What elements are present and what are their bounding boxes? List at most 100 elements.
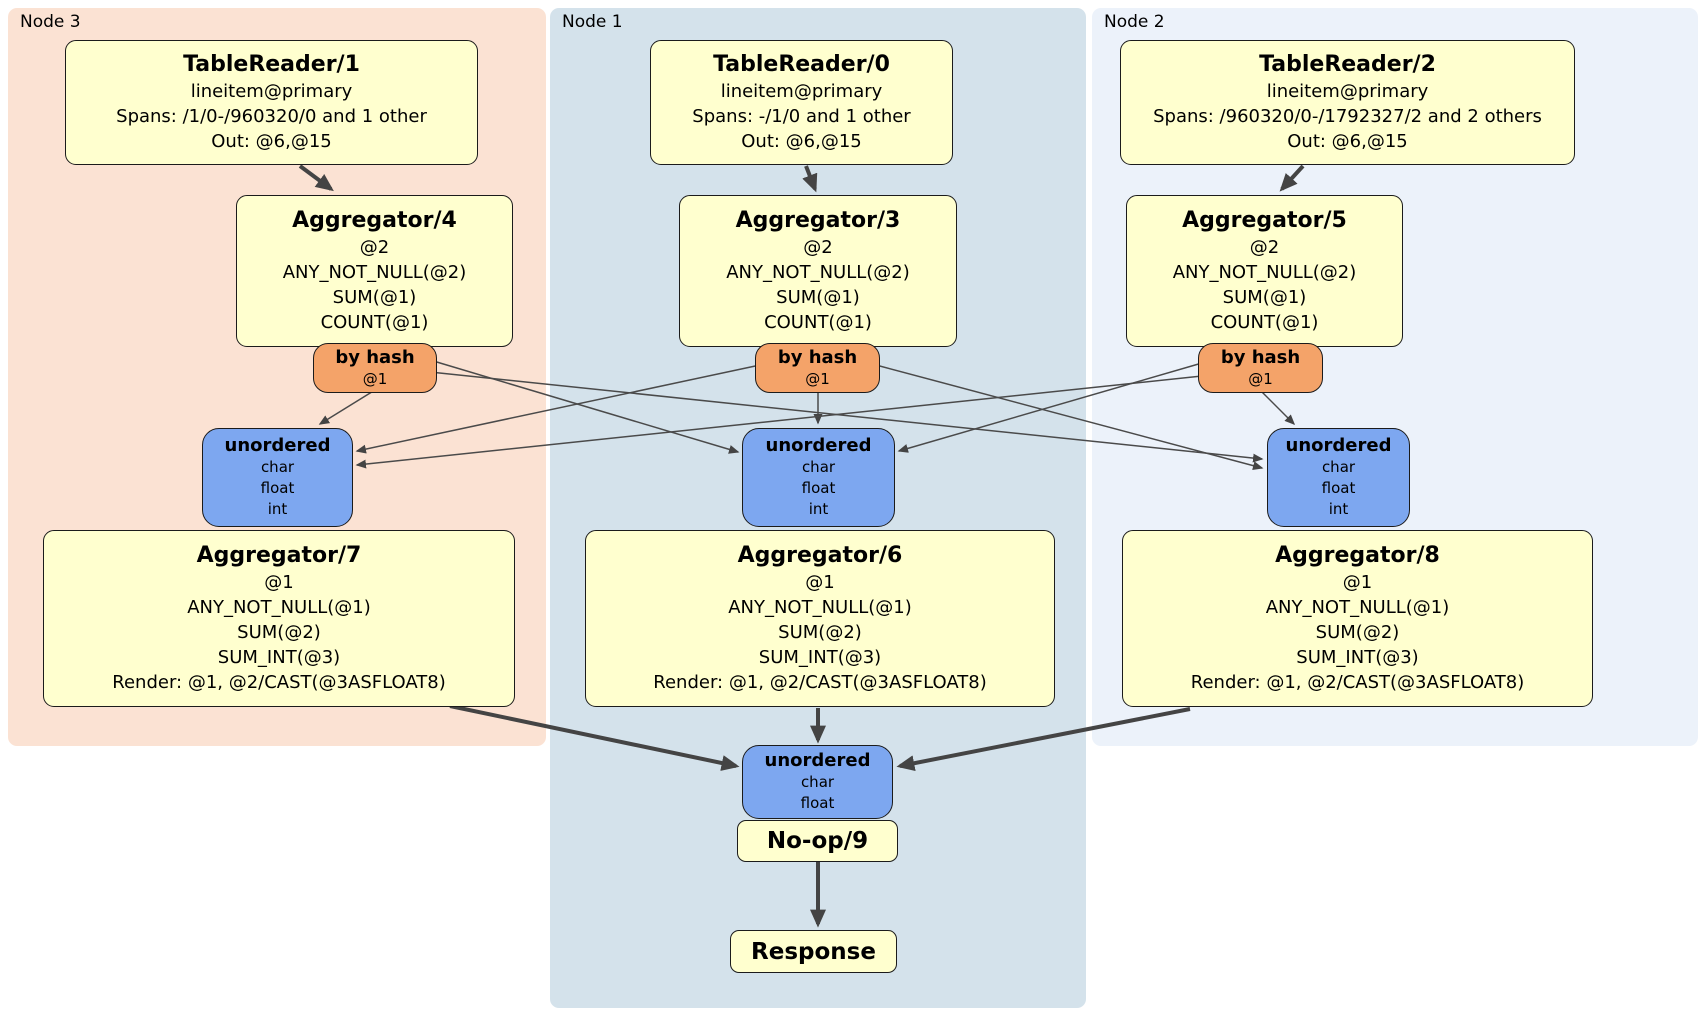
unordered-sync-node1: unordered char float int bbox=[742, 428, 895, 527]
sync-type: char bbox=[1321, 458, 1356, 476]
edge-agg8-finalsync bbox=[896, 707, 1191, 772]
sync-title: unordered bbox=[765, 435, 872, 456]
box-detail: ANY_NOT_NULL(@1) bbox=[728, 597, 912, 618]
box-detail: Spans: /960320/0-/1792327/2 and 2 others bbox=[1153, 106, 1542, 127]
sync-type: char bbox=[801, 458, 836, 476]
box-detail: @2 bbox=[359, 237, 390, 258]
edge-tr0-agg3 bbox=[802, 165, 818, 193]
sync-type: int bbox=[267, 500, 288, 518]
box-detail: SUM_INT(@3) bbox=[1296, 647, 1419, 668]
edge-hash3-sync1 bbox=[429, 359, 740, 454]
box-title: TableReader/0 bbox=[713, 52, 890, 77]
sync-type: float bbox=[800, 794, 835, 812]
box-detail: Render: @1, @2/CAST(@3ASFLOAT8) bbox=[1190, 672, 1525, 693]
edge-hash2-sync3 bbox=[355, 375, 1203, 469]
aggregator-4-box: Aggregator/4 @2 ANY_NOT_NULL(@2) SUM(@1)… bbox=[236, 195, 513, 347]
box-detail: Out: @6,@15 bbox=[741, 131, 862, 152]
box-detail: ANY_NOT_NULL(@2) bbox=[1172, 262, 1357, 283]
edge-hash3-sync3 bbox=[318, 389, 376, 425]
box-detail: lineitem@primary bbox=[190, 81, 353, 102]
sync-title: unordered bbox=[224, 435, 331, 456]
box-title: Aggregator/4 bbox=[292, 208, 457, 233]
box-detail: SUM(@2) bbox=[237, 622, 321, 643]
edge-hash2-sync1 bbox=[897, 362, 1203, 453]
box-detail: @1 bbox=[264, 572, 294, 593]
box-detail: @2 bbox=[1249, 237, 1280, 258]
box-detail: Out: @6,@15 bbox=[211, 131, 332, 152]
box-detail: Out: @6,@15 bbox=[1287, 131, 1408, 152]
box-detail: SUM(@2) bbox=[1315, 622, 1400, 643]
box-title: Aggregator/7 bbox=[196, 543, 362, 568]
box-detail: ANY_NOT_NULL(@1) bbox=[187, 597, 371, 618]
box-detail: Spans: /1/0-/960320/0 and 1 other bbox=[116, 106, 427, 127]
box-detail: SUM_INT(@3) bbox=[758, 647, 882, 668]
by-hash-router-node3: by hash @1 bbox=[313, 343, 437, 393]
edge-hash1-sync3 bbox=[355, 364, 761, 454]
edge-agg7-finalsync bbox=[449, 704, 740, 771]
box-title: TableReader/1 bbox=[183, 52, 360, 77]
box-detail: SUM(@1) bbox=[776, 287, 860, 308]
unordered-sync-node3: unordered char float int bbox=[202, 428, 353, 527]
router-key: @1 bbox=[805, 369, 830, 388]
router-key: @1 bbox=[362, 369, 388, 388]
box-detail: @1 bbox=[805, 572, 835, 593]
node3-label: Node 3 bbox=[20, 12, 81, 32]
edge-hash3-sync2 bbox=[429, 371, 1264, 463]
tablereader-2-box: TableReader/2 lineitem@primary Spans: /9… bbox=[1120, 40, 1575, 165]
box-detail: lineitem@primary bbox=[720, 81, 883, 102]
aggregator-5-box: Aggregator/5 @2 ANY_NOT_NULL(@2) SUM(@1)… bbox=[1126, 195, 1403, 347]
box-detail: SUM(@1) bbox=[1222, 287, 1307, 308]
box-detail: Render: @1, @2/CAST(@3ASFLOAT8) bbox=[112, 672, 446, 693]
tablereader-0-box: TableReader/0 lineitem@primary Spans: -/… bbox=[650, 40, 953, 165]
response-box: Response bbox=[730, 930, 897, 973]
box-detail: SUM_INT(@3) bbox=[217, 647, 341, 668]
box-detail: COUNT(@1) bbox=[320, 312, 429, 333]
box-detail: lineitem@primary bbox=[1266, 81, 1429, 102]
by-hash-router-node2: by hash @1 bbox=[1198, 343, 1323, 393]
box-detail: SUM(@1) bbox=[332, 287, 417, 308]
node2-label: Node 2 bbox=[1104, 12, 1165, 32]
box-detail: Spans: -/1/0 and 1 other bbox=[692, 106, 911, 127]
edge-tr1-agg4 bbox=[298, 164, 334, 192]
node1-label: Node 1 bbox=[562, 12, 623, 32]
box-title: No-op/9 bbox=[766, 828, 869, 854]
box-title: Aggregator/6 bbox=[737, 543, 903, 568]
tablereader-1-box: TableReader/1 lineitem@primary Spans: /1… bbox=[65, 40, 478, 165]
box-title: Aggregator/3 bbox=[735, 208, 901, 233]
unordered-sync-node2: unordered char float int bbox=[1267, 428, 1410, 527]
sync-title: unordered bbox=[1285, 435, 1392, 456]
edge-hash1-sync2 bbox=[875, 364, 1264, 471]
box-detail: COUNT(@1) bbox=[764, 312, 872, 333]
sync-type: char bbox=[800, 773, 835, 791]
aggregator-6-box: Aggregator/6 @1 ANY_NOT_NULL(@1) SUM(@2)… bbox=[585, 530, 1055, 707]
aggregator-7-box: Aggregator/7 @1 ANY_NOT_NULL(@1) SUM(@2)… bbox=[43, 530, 515, 707]
box-detail: ANY_NOT_NULL(@2) bbox=[282, 262, 467, 283]
router-title: by hash bbox=[777, 346, 858, 368]
sync-type: int bbox=[808, 500, 829, 518]
sync-type: float bbox=[1321, 479, 1356, 497]
edge-hash2-sync2 bbox=[1259, 389, 1296, 426]
box-detail: COUNT(@1) bbox=[1210, 312, 1319, 333]
router-title: by hash bbox=[1220, 346, 1301, 368]
sync-type: float bbox=[260, 479, 295, 497]
box-title: TableReader/2 bbox=[1259, 52, 1436, 77]
box-detail: @2 bbox=[803, 237, 833, 258]
sync-type: char bbox=[260, 458, 295, 476]
sync-title: unordered bbox=[764, 750, 871, 771]
router-key: @1 bbox=[1248, 369, 1273, 388]
noop-9-box: No-op/9 bbox=[737, 820, 898, 862]
edge-tr2-agg5 bbox=[1279, 164, 1305, 192]
box-detail: SUM(@2) bbox=[778, 622, 862, 643]
box-title: Aggregator/5 bbox=[1182, 208, 1347, 233]
box-title: Response bbox=[751, 938, 876, 965]
box-detail: @1 bbox=[1342, 572, 1373, 593]
sync-type: float bbox=[801, 479, 836, 497]
unordered-sync-final: unordered char float bbox=[742, 745, 893, 819]
router-title: by hash bbox=[335, 346, 415, 368]
by-hash-router-node1: by hash @1 bbox=[755, 343, 880, 393]
box-detail: ANY_NOT_NULL(@2) bbox=[726, 262, 910, 283]
box-detail: Render: @1, @2/CAST(@3ASFLOAT8) bbox=[653, 672, 987, 693]
aggregator-8-box: Aggregator/8 @1 ANY_NOT_NULL(@1) SUM(@2)… bbox=[1122, 530, 1593, 707]
